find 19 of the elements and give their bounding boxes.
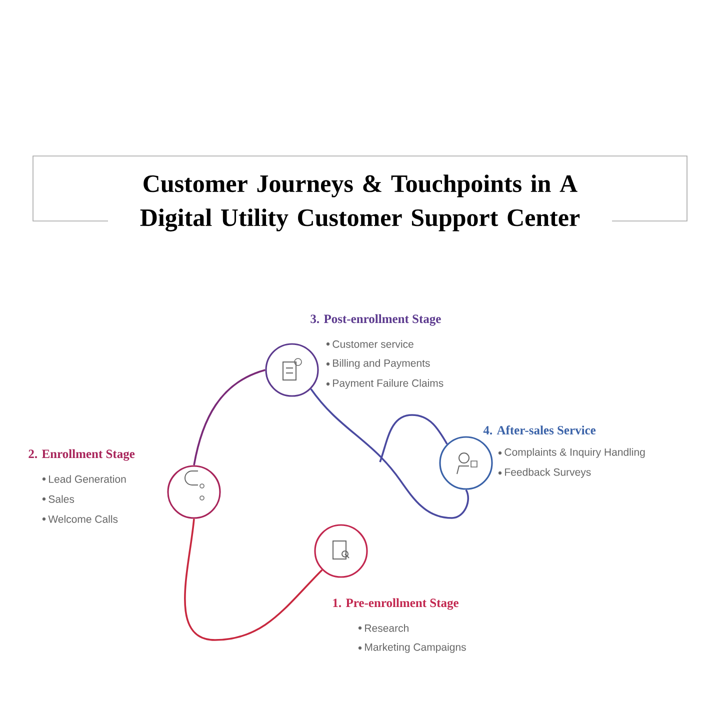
journey-path	[310, 388, 469, 519]
bullet-item: Complaints & Inquiry Handling	[498, 448, 645, 458]
stage-heading: 1. Pre-enrollment Stage	[333, 598, 458, 610]
bullet-item: Research	[358, 624, 408, 632]
bullet-item: Lead Generation	[42, 475, 126, 483]
bullet-item: Payment Failure Claims	[326, 379, 444, 389]
bullet-item: Marketing Campaigns	[358, 643, 466, 653]
journey-path	[184, 518, 323, 641]
journey-path	[379, 414, 448, 462]
bullet-item: Feedback Surveys	[498, 468, 591, 478]
bullet-item: Welcome Calls	[42, 515, 118, 523]
bullet-item: Customer service	[326, 340, 414, 348]
stage-heading: 3. Post-enrollment Stage	[310, 314, 441, 326]
journey-path	[193, 369, 266, 466]
title: Customer Journeys & Touchpoints in A Digital Utility Customer Support Center	[140, 174, 580, 232]
stage-heading: 4. After-sales Service	[483, 426, 596, 434]
stage-heading: 2. Enrollment Stage	[28, 449, 135, 461]
bullet-item: Billing and Payments	[326, 359, 430, 369]
bullet-item: Sales	[42, 495, 74, 503]
